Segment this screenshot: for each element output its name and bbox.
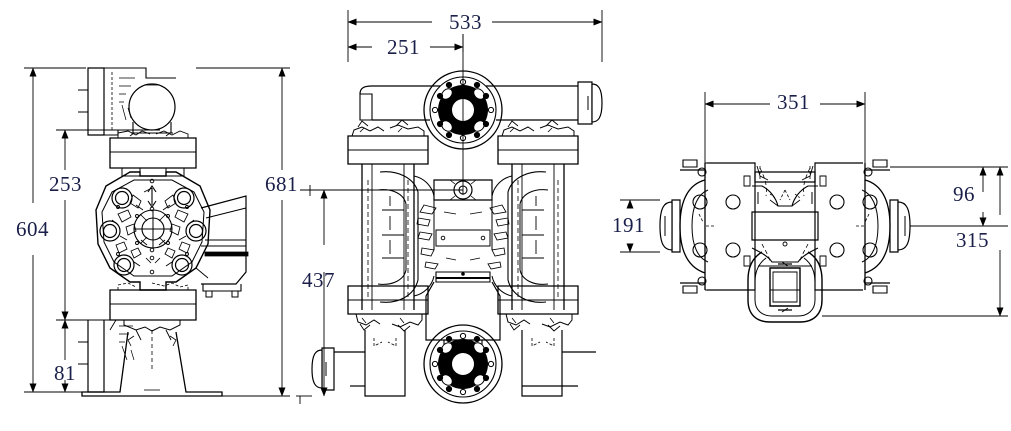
dimension-label-81: 81 xyxy=(54,361,76,385)
dimension-label-96: 96 xyxy=(953,182,975,206)
front-elevation-geometry xyxy=(300,34,603,404)
dimension-label-191: 191 xyxy=(612,213,645,237)
dimension-label-437: 437 xyxy=(302,268,335,292)
dimension-label-533: 533 xyxy=(449,10,482,34)
dimension-label-681: 681 xyxy=(265,172,298,196)
dimension-label-251: 251 xyxy=(387,35,420,59)
plan-view-geometry xyxy=(659,159,911,323)
dimension-label-604: 604 xyxy=(16,217,49,241)
side-view-dimension-lines xyxy=(24,67,290,397)
dimension-label-253: 253 xyxy=(49,172,82,196)
bottom-flange xyxy=(423,324,503,404)
dimension-label-351: 351 xyxy=(777,90,810,114)
dimension-label-315: 315 xyxy=(956,228,989,252)
side-elevation-geometry xyxy=(78,67,249,397)
plan-view-dimension-lines xyxy=(620,92,1008,317)
front-view-dimension-lines xyxy=(296,10,603,404)
